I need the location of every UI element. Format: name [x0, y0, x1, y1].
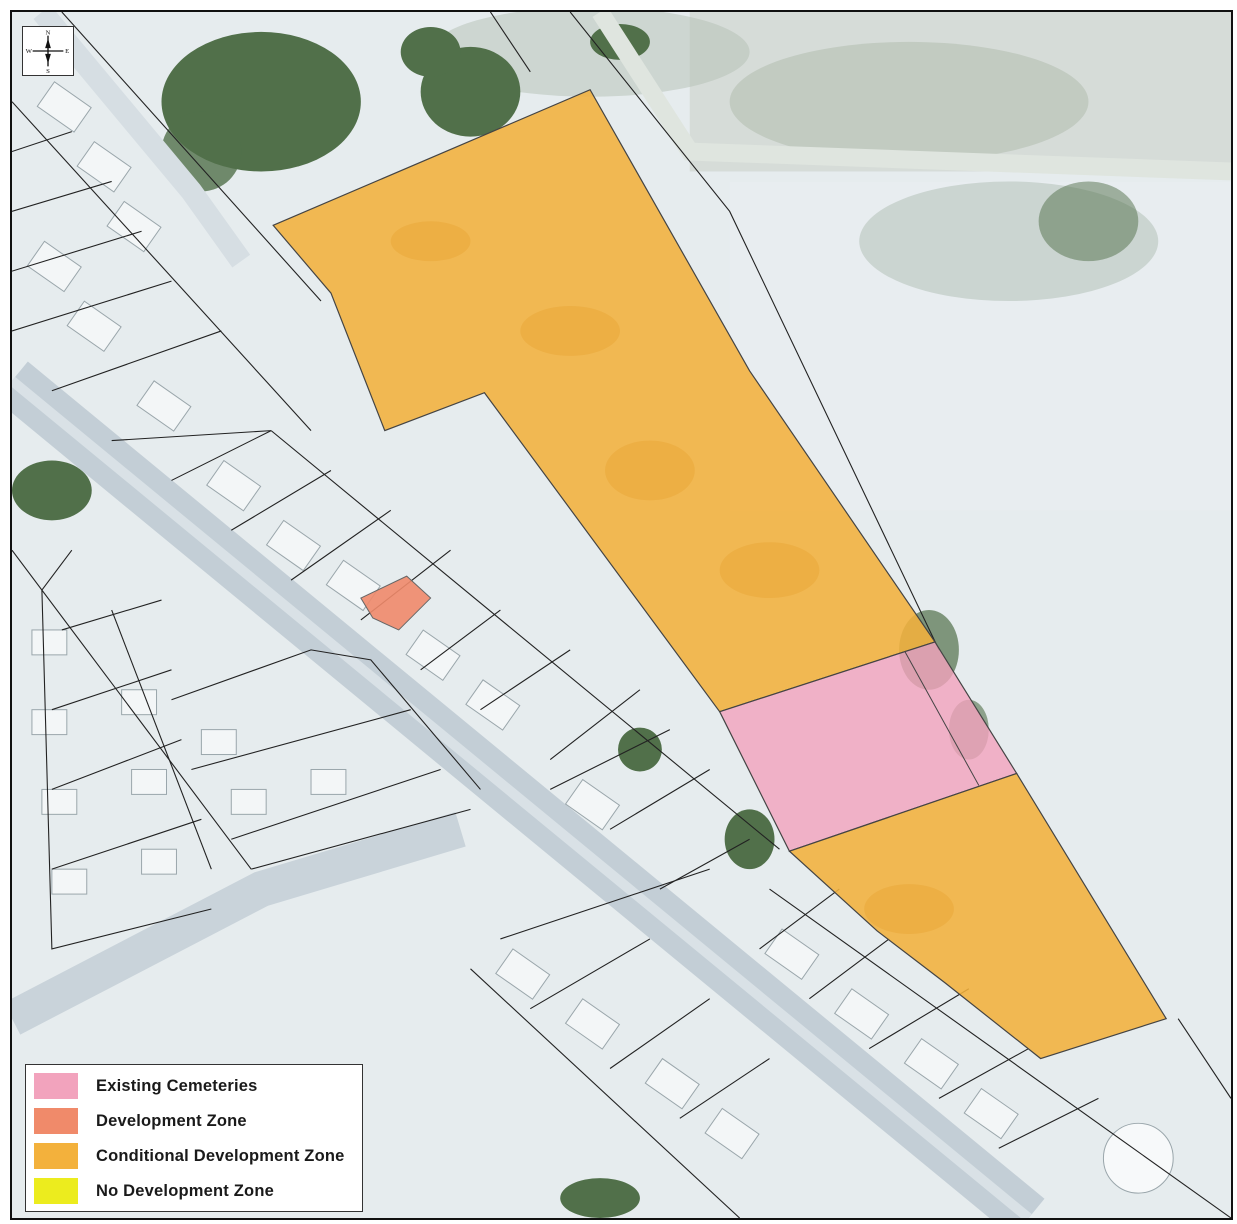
compass-north: N — [46, 30, 51, 37]
development-zone — [360, 575, 432, 631]
side-road — [12, 812, 466, 1035]
conditional-development-zone-south — [788, 772, 1168, 1060]
parcel-lines — [12, 12, 1231, 1218]
compass-south: S — [46, 68, 50, 75]
legend-item-development-zone: Development Zone — [34, 1108, 247, 1134]
legend-swatch-existing-cemeteries — [34, 1073, 78, 1099]
map-legend: Existing Cemeteries Development Zone Con… — [25, 1064, 363, 1212]
dirt-track — [592, 12, 1231, 181]
legend-swatch-development-zone — [34, 1108, 78, 1134]
map-frame: N S E W Existing Cemeteries Development … — [10, 10, 1233, 1220]
houses — [26, 81, 1174, 1194]
legend-swatch-no-development-zone — [34, 1178, 78, 1204]
scrub-patch — [729, 41, 1089, 162]
compass-rose: N S E W — [22, 26, 74, 76]
legend-item-conditional-development-zone: Conditional Development Zone — [34, 1143, 345, 1169]
legend-label-no-development-zone: No Development Zone — [96, 1181, 274, 1200]
compass-west: W — [26, 48, 33, 55]
legend-item-existing-cemeteries: Existing Cemeteries — [34, 1073, 258, 1099]
legend-item-no-development-zone: No Development Zone — [34, 1178, 274, 1204]
aerial-map — [12, 12, 1231, 1218]
legend-label-existing-cemeteries: Existing Cemeteries — [96, 1076, 258, 1095]
legend-label-development-zone: Development Zone — [96, 1111, 247, 1130]
compass-east: E — [65, 48, 69, 55]
zone-texture — [390, 221, 954, 934]
cemetery-subdivision-line — [904, 651, 980, 786]
main-road-centre — [12, 376, 1032, 1218]
legend-label-conditional-development-zone: Conditional Development Zone — [96, 1146, 345, 1165]
legend-swatch-conditional-development-zone — [34, 1143, 78, 1169]
upper-road — [33, 12, 251, 268]
